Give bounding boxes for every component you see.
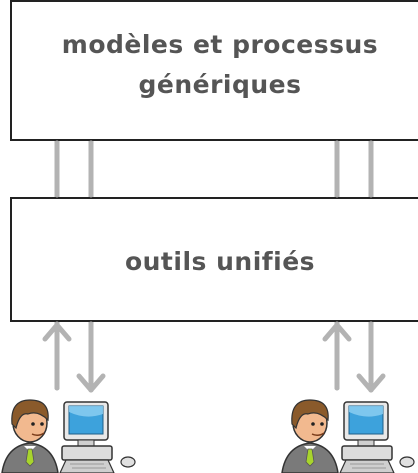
left-down-arrowhead <box>76 373 106 393</box>
layer-unified-tools-label: outils unifiés <box>124 246 316 276</box>
layer-unified-tools: outils unifiés <box>10 197 418 322</box>
left-up-arrowhead <box>42 322 72 342</box>
right-down-arrowhead <box>356 373 386 393</box>
layer-generic-models: modèles et processus génériques <box>10 0 418 141</box>
right-up-arrowhead <box>322 322 352 342</box>
left-user-icon <box>1 399 59 473</box>
left-computer-icon <box>59 401 136 473</box>
layer-generic-models-label: modèles et processus génériques <box>61 29 379 99</box>
right-computer-icon <box>339 401 415 473</box>
right-user-icon <box>281 399 339 473</box>
